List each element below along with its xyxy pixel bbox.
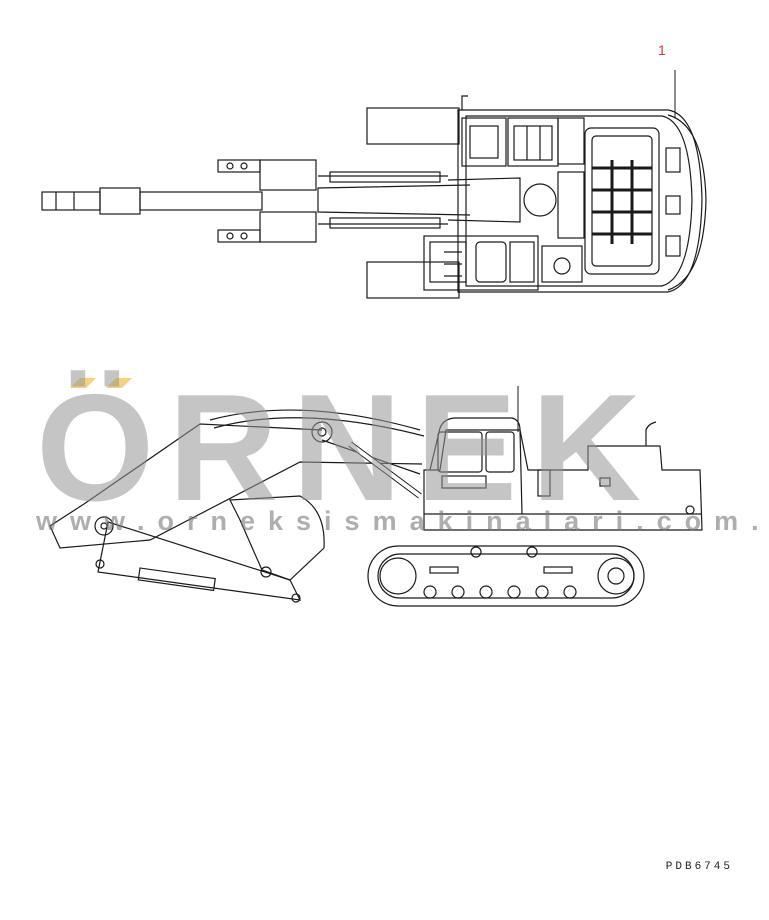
upper-body [423, 429, 703, 531]
sprocket-wheel [597, 557, 635, 595]
cab-window-front [437, 431, 483, 473]
idler-wheel [379, 557, 417, 595]
upper-structure [457, 109, 703, 293]
cab-window-side [485, 431, 515, 473]
bucket [229, 495, 325, 581]
watermark-url: www.orneksismakinalari.com.tr [36, 506, 769, 536]
top-plate-upper [366, 107, 460, 145]
arm-cylinder [137, 567, 216, 592]
boom-pivot [311, 421, 333, 443]
top-plate-lower [366, 261, 460, 299]
reference-code: PDB6745 [665, 861, 733, 873]
watermark-brand: ÖRNEK [36, 363, 655, 533]
boom [49, 423, 423, 549]
track-rollers [423, 546, 577, 599]
callout-number-label: 1 [658, 42, 666, 58]
track-frame [367, 545, 645, 607]
